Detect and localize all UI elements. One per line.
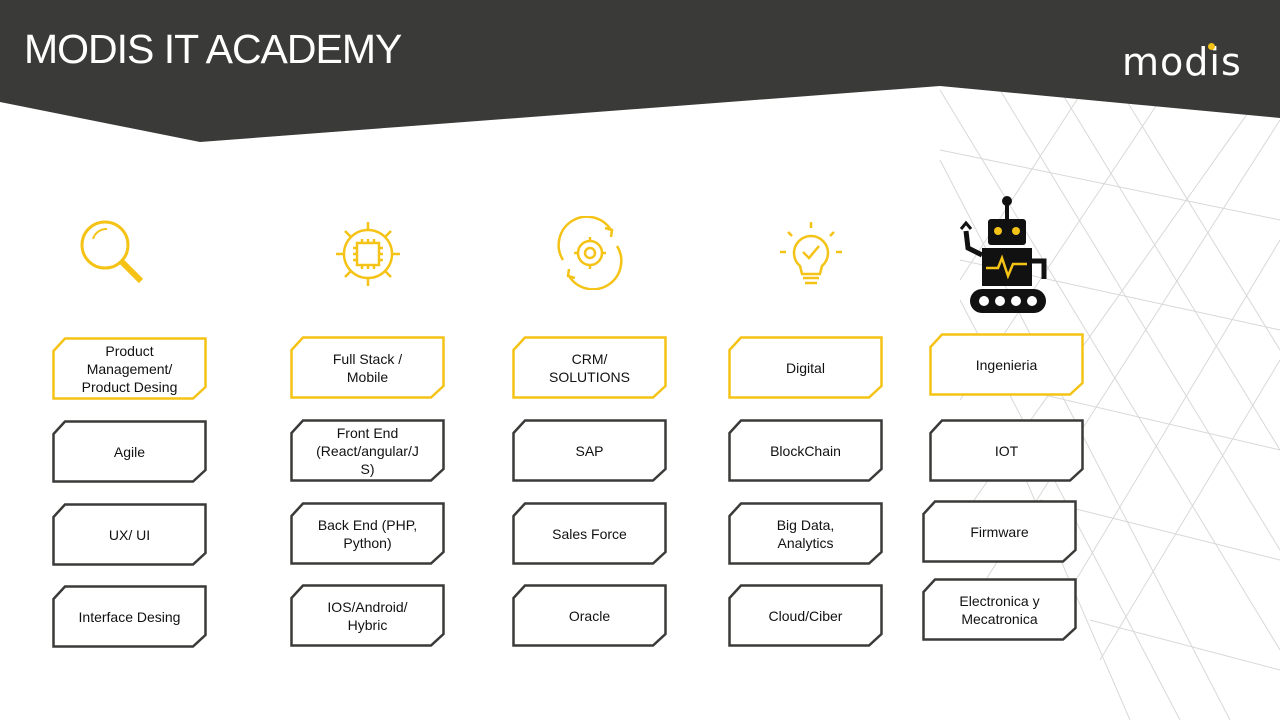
course-box[interactable]: Back End (PHP, Python)	[290, 502, 445, 565]
page-title: MODIS IT ACADEMY	[24, 26, 402, 72]
course-box[interactable]: Agile	[52, 420, 207, 483]
box-label: Product Management/ Product Desing	[81, 342, 178, 395]
category-header-box[interactable]: Full Stack / Mobile	[290, 336, 445, 399]
box-outline	[290, 419, 445, 482]
course-box[interactable]: SAP	[512, 419, 667, 482]
box-outline	[929, 419, 1084, 482]
box-label: IOT	[994, 442, 1019, 459]
category-header-box[interactable]: Digital	[728, 336, 883, 399]
course-box[interactable]: Oracle	[512, 584, 667, 647]
course-box[interactable]: Big Data, Analytics	[728, 502, 883, 565]
course-box[interactable]: UX/ UI	[52, 503, 207, 566]
box-label: SAP	[575, 442, 604, 459]
box-outline	[728, 584, 883, 647]
course-box[interactable]: Interface Desing	[52, 585, 207, 648]
box-outline	[929, 333, 1084, 396]
box-label: Sales Force	[552, 525, 627, 542]
box-outline	[922, 578, 1077, 641]
course-box[interactable]: Firmware	[922, 500, 1077, 563]
box-label: Agile	[113, 443, 146, 460]
box-outline	[512, 336, 667, 399]
box-outline	[52, 585, 207, 648]
box-outline	[290, 584, 445, 647]
box-outline	[922, 500, 1077, 563]
box-label: Electronica y Mecatronica	[959, 592, 1040, 627]
box-label: Big Data, Analytics	[776, 516, 835, 551]
category-header-box[interactable]: Ingenieria	[929, 333, 1084, 396]
box-outline	[52, 420, 207, 483]
category-header-box[interactable]: Product Management/ Product Desing	[52, 337, 207, 400]
box-label: Firmware	[970, 523, 1029, 540]
box-outline	[290, 336, 445, 399]
box-outline	[290, 502, 445, 565]
box-label: CRM/ SOLUTIONS	[549, 350, 630, 385]
box-label: Front End (React/angular/J S)	[316, 424, 419, 477]
course-box[interactable]: Sales Force	[512, 502, 667, 565]
course-box[interactable]: Electronica y Mecatronica	[922, 578, 1077, 641]
course-box[interactable]: IOT	[929, 419, 1084, 482]
box-outline	[512, 584, 667, 647]
box-label: Oracle	[568, 607, 611, 624]
course-box[interactable]: BlockChain	[728, 419, 883, 482]
box-label: BlockChain	[770, 442, 841, 459]
box-label: UX/ UI	[108, 526, 151, 543]
course-box[interactable]: Front End (React/angular/J S)	[290, 419, 445, 482]
category-header-box[interactable]: CRM/ SOLUTIONS	[512, 336, 667, 399]
box-label: Digital	[786, 359, 825, 376]
course-box[interactable]: IOS/Android/ Hybric	[290, 584, 445, 647]
box-outline	[52, 503, 207, 566]
box-outline	[512, 419, 667, 482]
box-label: Back End (PHP, Python)	[317, 516, 418, 551]
box-label: Interface Desing	[78, 608, 181, 625]
box-label: IOS/Android/ Hybric	[327, 598, 408, 633]
magnifier-icon	[80, 220, 144, 284]
logo-text: modis	[1122, 40, 1242, 84]
lightbulb-icon	[780, 222, 842, 285]
modis-logo: modis	[1122, 40, 1242, 84]
box-outline	[728, 419, 883, 482]
box-label: Full Stack / Mobile	[332, 350, 403, 385]
gear-chip-icon	[336, 222, 400, 286]
refresh-gear-icon	[557, 216, 623, 290]
box-outline	[512, 502, 667, 565]
box-outline	[728, 502, 883, 565]
box-outline	[728, 336, 883, 399]
box-label: Ingenieria	[975, 356, 1038, 373]
robot-icon	[959, 196, 1047, 313]
box-label: Cloud/Ciber	[768, 607, 843, 624]
course-box[interactable]: Cloud/Ciber	[728, 584, 883, 647]
box-outline	[52, 337, 207, 400]
triangle-pattern	[939, 89, 1280, 720]
logo-dot	[1208, 43, 1215, 50]
